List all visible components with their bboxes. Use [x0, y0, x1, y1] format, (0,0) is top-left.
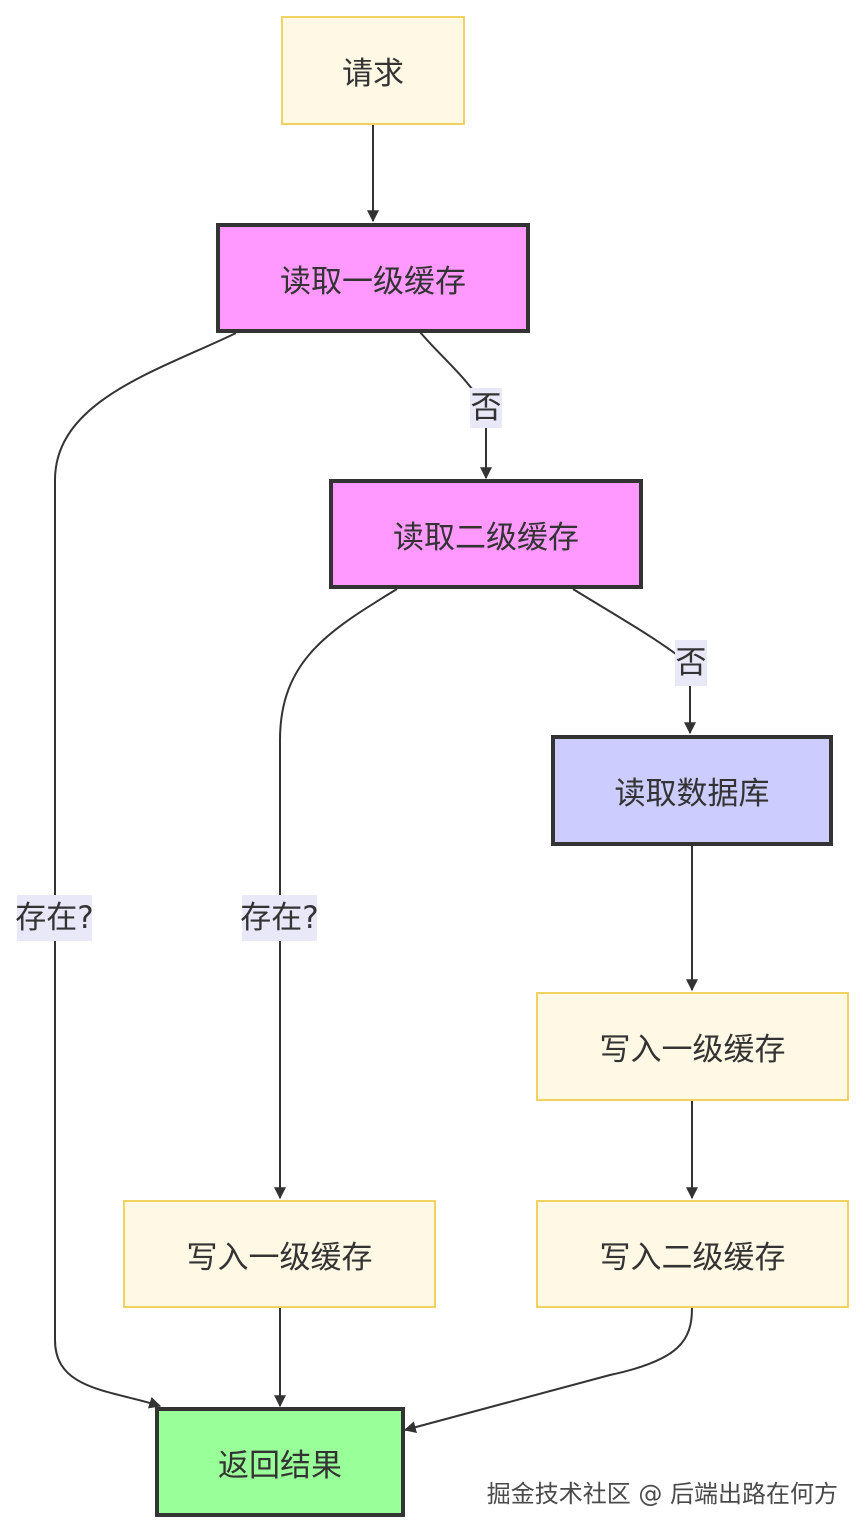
edge-read-l2-to-return-path: [274, 588, 398, 1200]
edge-write-l2-right-to-return: [403, 1307, 693, 1433]
edge-read-l1-to-return: [54, 332, 237, 1409]
write-l2-cache-right-node: 写入二级缓存: [536, 1200, 849, 1308]
watermark-text: 掘金技术社区 @ 后端出路在何方: [486, 1480, 838, 1508]
return-result-node: 返回结果: [155, 1407, 405, 1517]
edge-read-l2-to-read-db: [572, 588, 696, 735]
edge-label-l1-exists: 存在?: [15, 895, 94, 941]
write-l1-cache-right-node: 写入一级缓存: [536, 992, 849, 1101]
edge-label-l2-exists: 存在?: [240, 895, 319, 941]
write-l1-cache-left-node: 写入一级缓存: [123, 1200, 436, 1308]
edge-label-l2-no: 否: [675, 640, 707, 686]
read-l2-cache-node: 读取二级缓存: [329, 479, 643, 589]
edge-label-l1-no: 否: [470, 388, 502, 428]
read-database-node: 读取数据库: [551, 735, 833, 846]
read-l1-cache-node: 读取一级缓存: [216, 223, 530, 333]
request-node: 请求: [281, 16, 465, 125]
